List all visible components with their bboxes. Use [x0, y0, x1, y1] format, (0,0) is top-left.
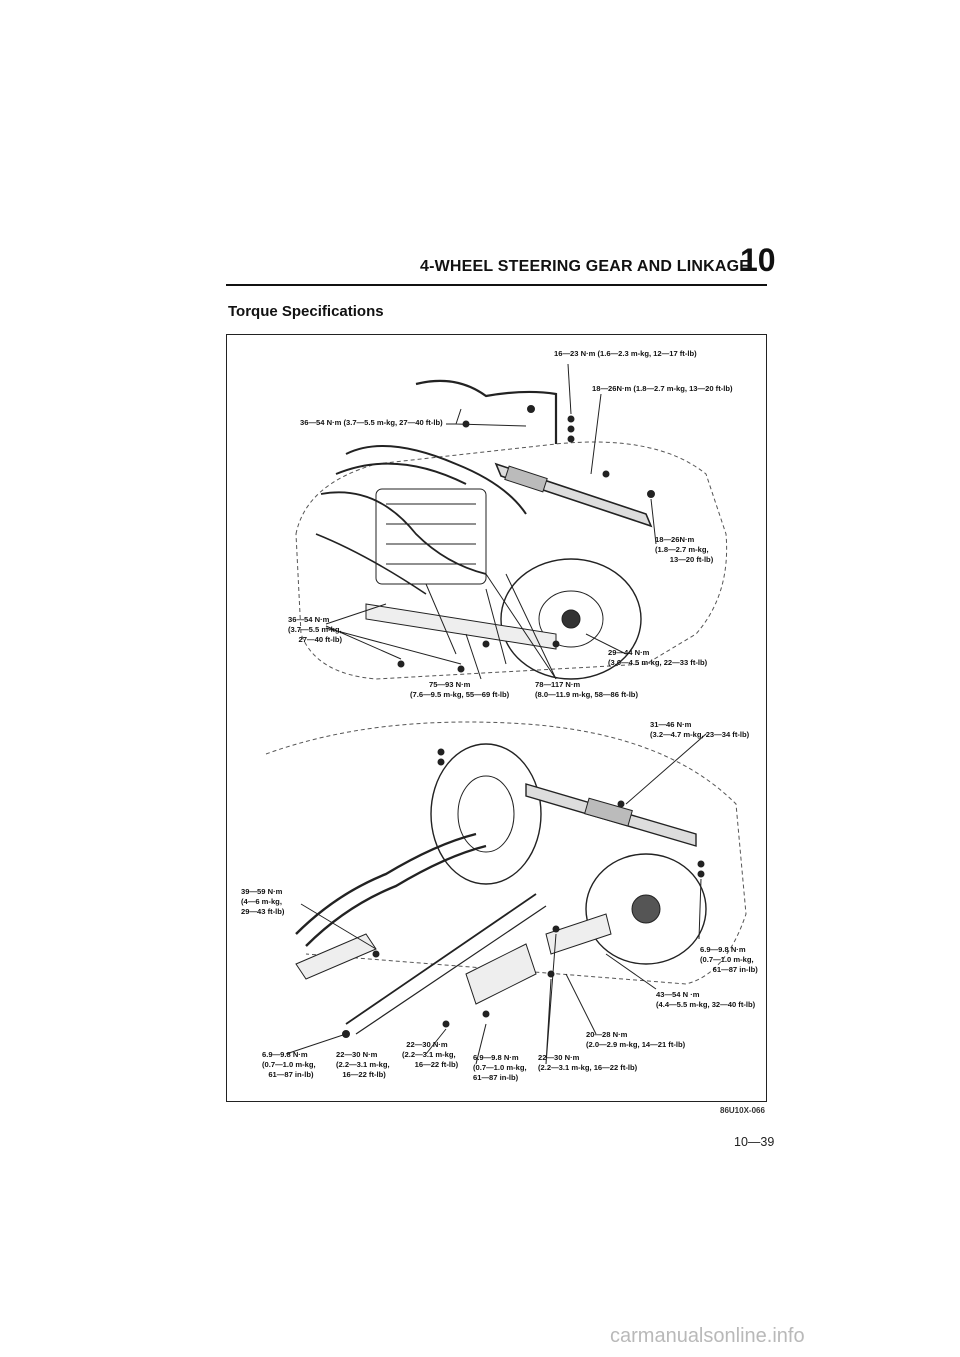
steering-diagram — [265, 363, 747, 1065]
torque-label-stabilizer-link: 16—23 N·m (1.6—2.3 m-kg, 12—17 ft-lb) — [554, 349, 697, 358]
page-number: 10—39 — [734, 1135, 775, 1149]
torque-label-shaft-support: 22—30 N·m (2.2—3.1 m-kg, 16—22 ft-lb) — [336, 1050, 390, 1079]
torque-label-stabilizer-bracket: 36—54 N·m (3.7—5.5 m-kg, 27—40 ft-lb) — [300, 418, 443, 427]
torque-label-shaft-clamp: 6.9—9.8 N·m (0.7—1.0 m-kg, 61—87 in-lb) — [262, 1050, 316, 1079]
torque-label-rear-clamp: 6.9—9.8 N·m (0.7—1.0 m-kg, 61—87 in-lb) — [473, 1053, 527, 1082]
torque-label-center-bearing: 22—30 N·m (2.2—3.1 m-kg, 16—22 ft-lb) — [402, 1040, 459, 1069]
chapter-number: 10 — [740, 242, 776, 278]
torque-label-gear-bracket: 18—26N·m (1.8—2.7 m-kg, 13—20 ft-lb) — [592, 384, 733, 393]
header-rule — [226, 284, 767, 286]
torque-label-gear-mount: 18—26N·m (1.8—2.7 m-kg, 13—20 ft-lb) — [655, 535, 714, 564]
torque-label-rear-crossmember: 22—30 N·m (2.2—3.1 m-kg, 16—22 ft-lb) — [538, 1053, 638, 1072]
torque-label-rear-bracket: 20—28 N·m (2.0—2.9 m-kg, 14—21 ft-lb) — [586, 1030, 686, 1049]
torque-label-lower-arm: 75—93 N·m (7.6—9.5 m-kg, 55—69 ft-lb) — [410, 680, 510, 699]
torque-label-crossmember: 36—54 N·m (3.7—5.5 m-kg, 27—40 ft-lb) — [288, 615, 343, 644]
torque-label-gear-housing: 78—117 N·m (8.0—11.9 m-kg, 58—86 ft-lb) — [535, 680, 638, 699]
figure-id: 86U10X-066 — [720, 1106, 765, 1115]
section-title: Torque Specifications — [228, 303, 384, 320]
watermark: carmanualsonline.info — [610, 1325, 805, 1347]
torque-label-rear-gear: 31—46 N·m (3.2—4.7 m-kg, 23—34 ft-lb) — [650, 720, 750, 739]
torque-label-rear-tie-rod: 6.9—9.8 N·m (0.7—1.0 m-kg, 61—87 in-lb) — [700, 945, 758, 974]
torque-label-tie-rod-end: 29—44 N·m (3.0—4.5 m-kg, 22—33 ft-lb) — [608, 648, 708, 667]
torque-label-rear-pipe-bracket: 39—59 N·m (4—6 m-kg, 29—43 ft-lb) — [241, 887, 285, 916]
chapter-title: 4-WHEEL STEERING GEAR AND LINKAGE — [420, 258, 751, 275]
figure-frame — [226, 334, 767, 1102]
torque-label-rear-gear-mount: 43—54 N ·m (4.4—5.5 m-kg, 32—40 ft-lb) — [656, 990, 756, 1009]
